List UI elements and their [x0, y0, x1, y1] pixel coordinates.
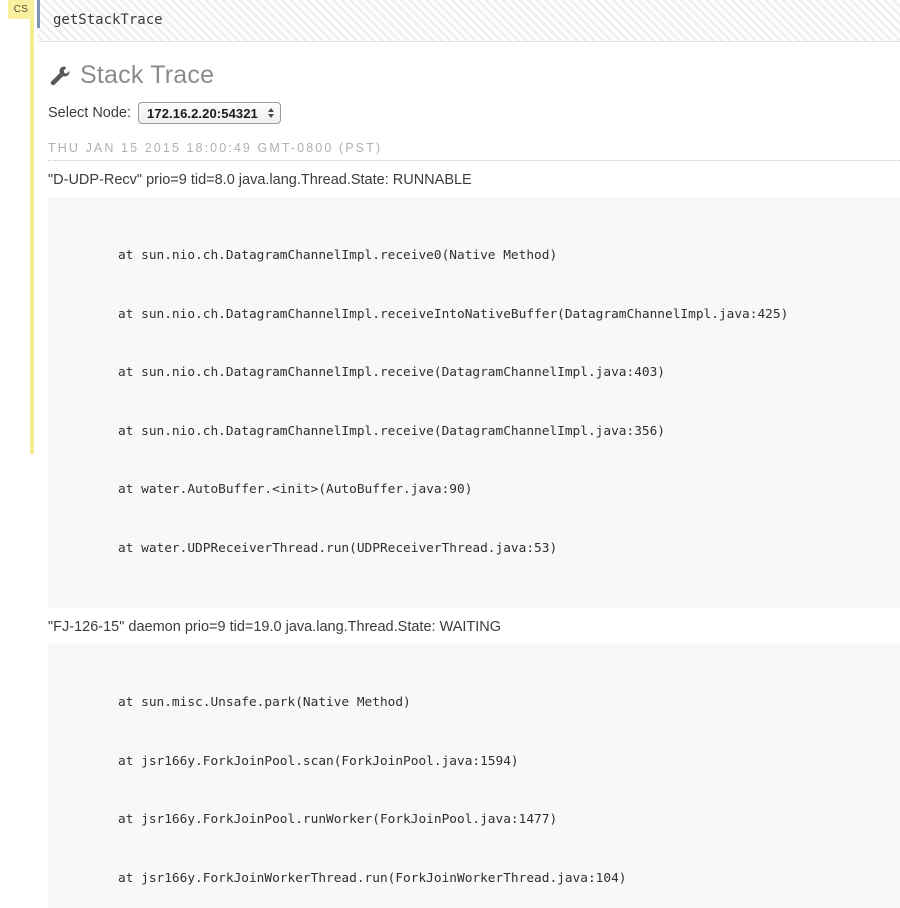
node-selector-row: Select Node: 172.16.2.20:54321 — [48, 102, 900, 124]
cell-type-badge[interactable]: CS — [8, 0, 34, 19]
stacktrace-frame: at water.AutoBuffer.<init>(AutoBuffer.ja… — [118, 482, 473, 497]
cell-input-text[interactable]: getStackTrace — [53, 12, 163, 28]
timestamp-divider — [48, 160, 900, 161]
thread-header: "D-UDP-Recv" prio=9 tid=8.0 java.lang.Th… — [48, 172, 472, 188]
stacktrace-frame: at jsr166y.ForkJoinPool.scan(ForkJoinPoo… — [118, 753, 519, 769]
chevron-updown-icon — [267, 108, 276, 118]
stacktrace-timestamp: THU JAN 15 2015 18:00:49 GMT-0800 (PST) — [48, 141, 383, 155]
select-node-label: Select Node: — [48, 105, 132, 121]
cell-left-gutter — [30, 0, 34, 454]
stacktrace-frame: at jsr166y.ForkJoinWorkerThread.run(Fork… — [118, 870, 627, 886]
stacktrace-frame: at jsr166y.ForkJoinPool.runWorker(ForkJo… — [118, 812, 558, 827]
select-node-value: 172.16.2.20:54321 — [147, 105, 258, 121]
page-title-text: Stack Trace — [80, 61, 215, 89]
notebook-cell: CS getStackTrace Stack Trace Select Node… — [8, 0, 900, 908]
stacktrace-frame: at sun.nio.ch.DatagramChannelImpl.receiv… — [118, 306, 789, 322]
stacktrace-frame: at sun.nio.ch.DatagramChannelImpl.receiv… — [118, 365, 666, 380]
thread-header: "FJ-126-15" daemon prio=9 tid=19.0 java.… — [48, 619, 502, 635]
stacktrace-frame: at sun.misc.Unsafe.park(Native Method) — [118, 695, 411, 710]
page-title: Stack Trace — [48, 42, 900, 90]
cell-output-area: Stack Trace Select Node: 172.16.2.20:543… — [48, 42, 900, 908]
stacktrace-block: at sun.nio.ch.DatagramChannelImpl.receiv… — [48, 197, 900, 608]
select-node-dropdown[interactable]: 172.16.2.20:54321 — [138, 102, 281, 124]
stacktrace-frame: at water.UDPReceiverThread.run(UDPReceiv… — [118, 540, 558, 556]
stacktrace-frame: at sun.nio.ch.DatagramChannelImpl.receiv… — [118, 423, 666, 439]
stacktrace-block: at sun.misc.Unsafe.park(Native Method) a… — [48, 644, 900, 908]
wrench-icon — [48, 64, 72, 88]
input-accent-bar — [37, 0, 40, 28]
stacktrace-frame: at sun.nio.ch.DatagramChannelImpl.receiv… — [118, 248, 558, 263]
cell-input-area[interactable]: getStackTrace — [37, 0, 900, 42]
